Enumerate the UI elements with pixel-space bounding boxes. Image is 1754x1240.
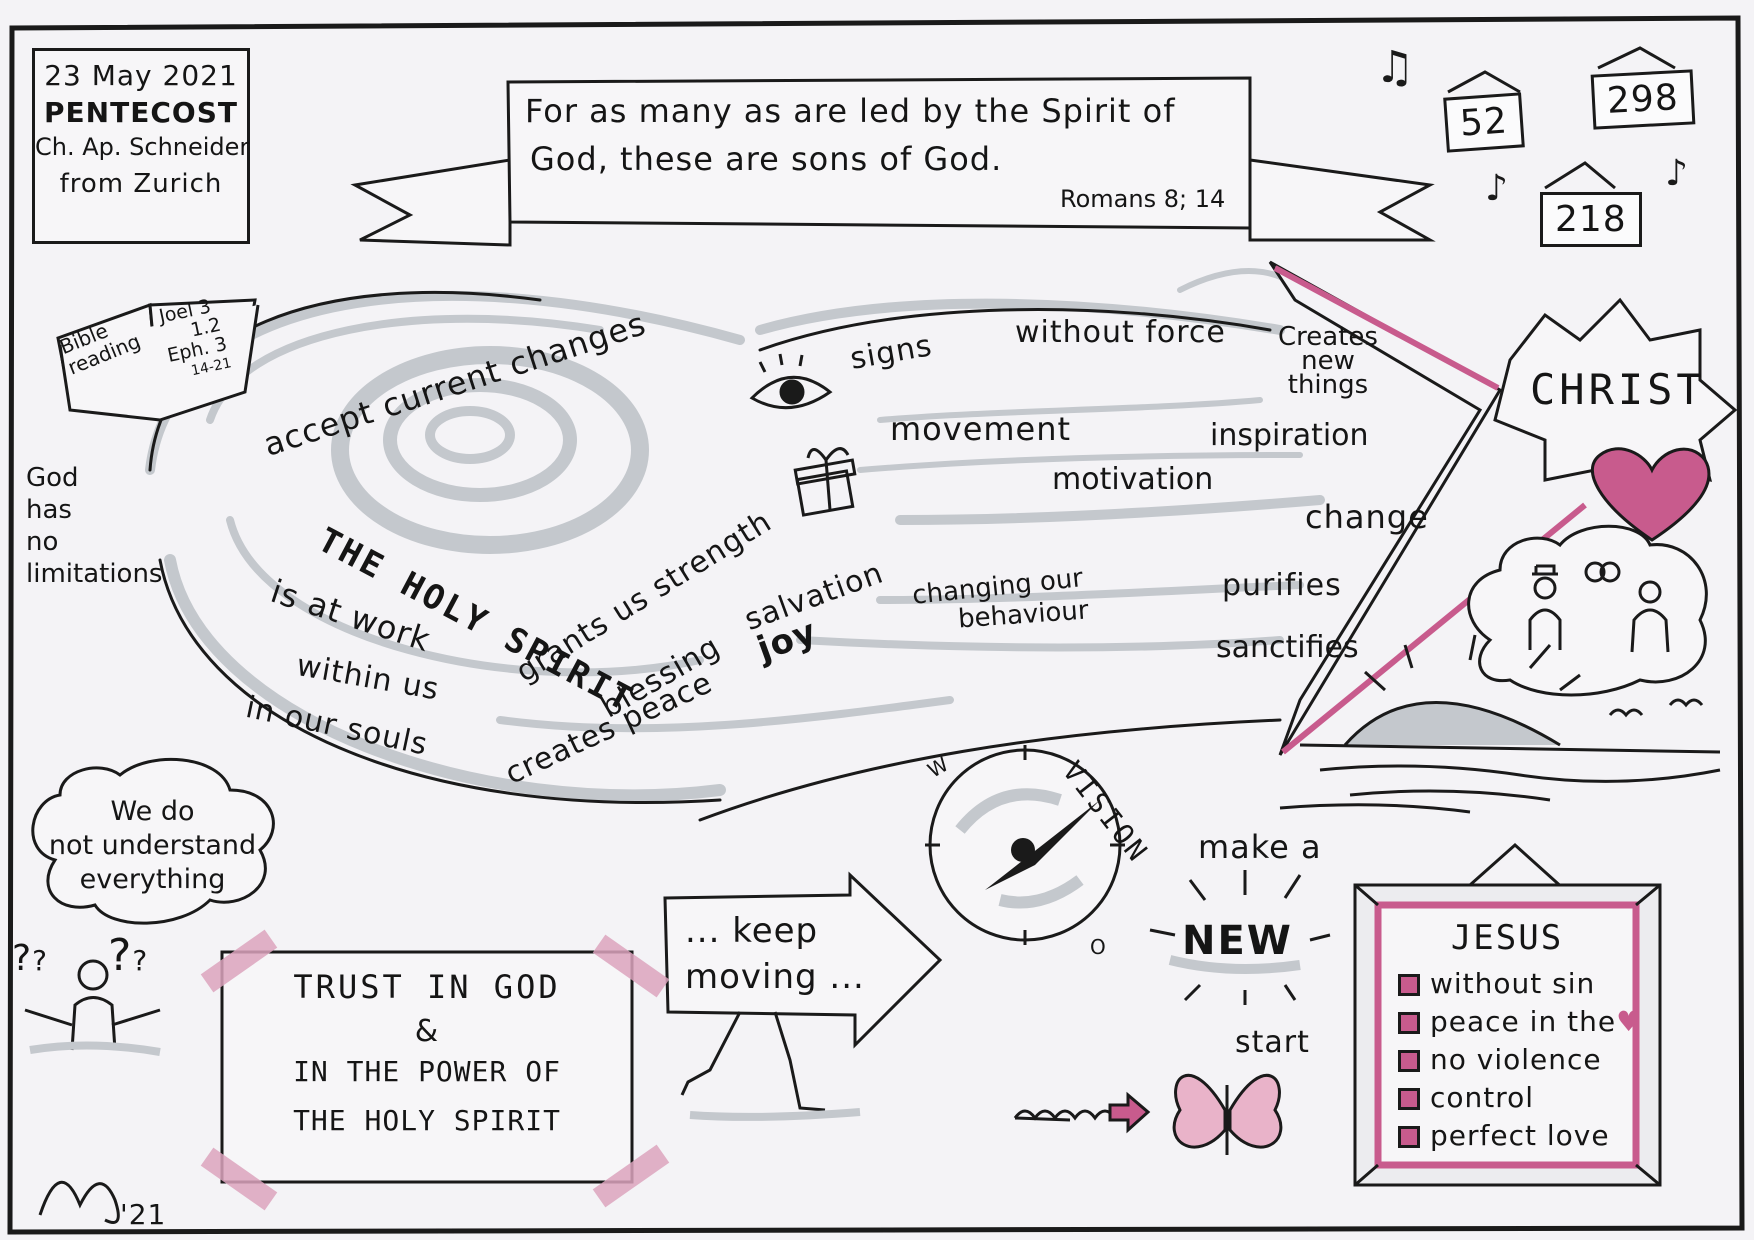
- service-preacher: Ch. Ap. Schneider: [35, 133, 250, 161]
- transform-arrow-icon: [1108, 1091, 1151, 1134]
- confused-person-icon: [24, 959, 161, 1056]
- note-line: limitations: [26, 559, 163, 589]
- gift-icon: [793, 447, 857, 517]
- trust-card-frame: [220, 950, 634, 1184]
- service-date: 23 May 2021: [44, 59, 238, 92]
- jesus-title: JESUS: [1450, 918, 1564, 958]
- creates-line: new: [1301, 346, 1355, 376]
- keep-moving-arrow: [663, 871, 943, 1049]
- butterfly-icon: [1172, 1073, 1283, 1155]
- banner-ribbon: [350, 76, 1436, 247]
- note-line: no: [26, 527, 59, 557]
- new-text: NEW: [1182, 918, 1293, 964]
- creates-line: Creates: [1278, 322, 1378, 352]
- keep-moving-text: ... keep moving ...: [685, 908, 865, 1000]
- creates-line: things: [1287, 370, 1369, 400]
- caterpillar-icon: [1013, 1109, 1117, 1122]
- creates-new-things-text: Creates new things: [1278, 322, 1378, 400]
- compass-east-label: O: [1090, 935, 1107, 959]
- list-item-text: no violence: [1430, 1043, 1602, 1076]
- list-item: perfect love: [1398, 1117, 1642, 1155]
- thought-line: everything: [79, 864, 226, 895]
- signature-year: '21: [120, 1198, 167, 1231]
- new-underline: [1168, 955, 1301, 974]
- svg-text:♫: ♫: [1375, 42, 1414, 93]
- trust-line-2: &: [414, 1014, 440, 1049]
- keep-moving-line: moving ...: [685, 957, 865, 997]
- hymn-number: 298: [1590, 69, 1696, 130]
- sanctifies-text: sanctifies: [1216, 630, 1359, 665]
- thought-line: We do: [110, 796, 195, 827]
- change-text: change: [1305, 498, 1429, 536]
- keep-moving-line: ... keep: [685, 911, 819, 951]
- jesus-frame: [1353, 842, 1662, 1187]
- note-line: God: [26, 463, 79, 493]
- bible-icon: [56, 298, 260, 422]
- page-frame: [7, 15, 1745, 1235]
- heart-icon: ♥: [1616, 1005, 1643, 1038]
- movement-text: movement: [890, 410, 1072, 448]
- list-item-text: without sin: [1430, 967, 1596, 1000]
- service-origin: from Zurich: [59, 169, 223, 199]
- jesus-list: without sin peace in the♥ no violence co…: [1398, 965, 1642, 1155]
- couple-icon: [1528, 561, 1670, 653]
- list-item: no violence: [1398, 1041, 1642, 1079]
- thought-line: not understand: [48, 830, 257, 861]
- eye-icon: [749, 353, 833, 410]
- question-marks-icon: ????: [12, 930, 149, 981]
- list-item: peace in the♥: [1398, 1003, 1642, 1041]
- christ-text: CHRIST: [1530, 365, 1706, 414]
- start-text: start: [1235, 1025, 1310, 1060]
- hymn-hangers: [1447, 46, 1676, 190]
- music-note-icons: ♫ ♪ ♪: [1375, 42, 1688, 209]
- compass-icon: [925, 745, 1125, 945]
- svg-text:♪: ♪: [1665, 153, 1688, 194]
- motivation-text: motivation: [1052, 462, 1214, 497]
- trust-line-1: TRUST IN GOD: [293, 968, 561, 1006]
- verse-line-1: For as many as are led by the Spirit of: [525, 92, 1176, 130]
- hymn-number: 218: [1540, 192, 1642, 247]
- bullet-icon: [1398, 1050, 1420, 1072]
- list-item-text: peace in the: [1430, 1005, 1617, 1038]
- couple-cloud: [1467, 524, 1708, 697]
- signature-scribble: [38, 1181, 120, 1224]
- walking-legs-icon: [680, 1011, 861, 1121]
- thought-text: We do not understand everything: [45, 795, 260, 897]
- heart-icon: [1590, 447, 1711, 542]
- bullet-icon: [1398, 1088, 1420, 1110]
- trust-card: TRUST IN GOD & IN THE POWER OF THE HOLY …: [222, 968, 632, 1137]
- verse-reference: Romans 8; 14: [1060, 185, 1226, 213]
- note-line: has: [26, 495, 72, 525]
- trust-line-3: IN THE POWER OF: [293, 1055, 561, 1088]
- make-a-text: make a: [1198, 828, 1322, 866]
- bullet-icon: [1398, 1126, 1420, 1148]
- hymn-number: 52: [1443, 92, 1525, 153]
- svg-text:♪: ♪: [1485, 168, 1508, 209]
- list-item-text: control: [1430, 1081, 1535, 1114]
- god-no-limitations-note: God has no limitations: [26, 462, 162, 590]
- service-info-box: 23 May 2021 PENTECOST Ch. Ap. Schneider …: [32, 48, 250, 244]
- list-item: control: [1398, 1079, 1642, 1117]
- bullet-icon: [1398, 974, 1420, 996]
- bullet-icon: [1398, 1012, 1420, 1034]
- list-item-text: perfect love: [1430, 1119, 1610, 1152]
- trust-line-4: THE HOLY SPIRIT: [293, 1104, 561, 1137]
- purifies-text: purifies: [1222, 568, 1342, 603]
- service-occasion: PENTECOST: [44, 96, 238, 129]
- inspiration-text: inspiration: [1210, 418, 1369, 453]
- list-item: without sin: [1398, 965, 1642, 1003]
- without-force-text: without force: [1015, 315, 1226, 350]
- sunrise-icon: [1279, 634, 1721, 814]
- verse-line-2: God, these are sons of God.: [530, 140, 1003, 178]
- new-rays: [1149, 870, 1331, 1005]
- thought-cloud: [31, 757, 275, 925]
